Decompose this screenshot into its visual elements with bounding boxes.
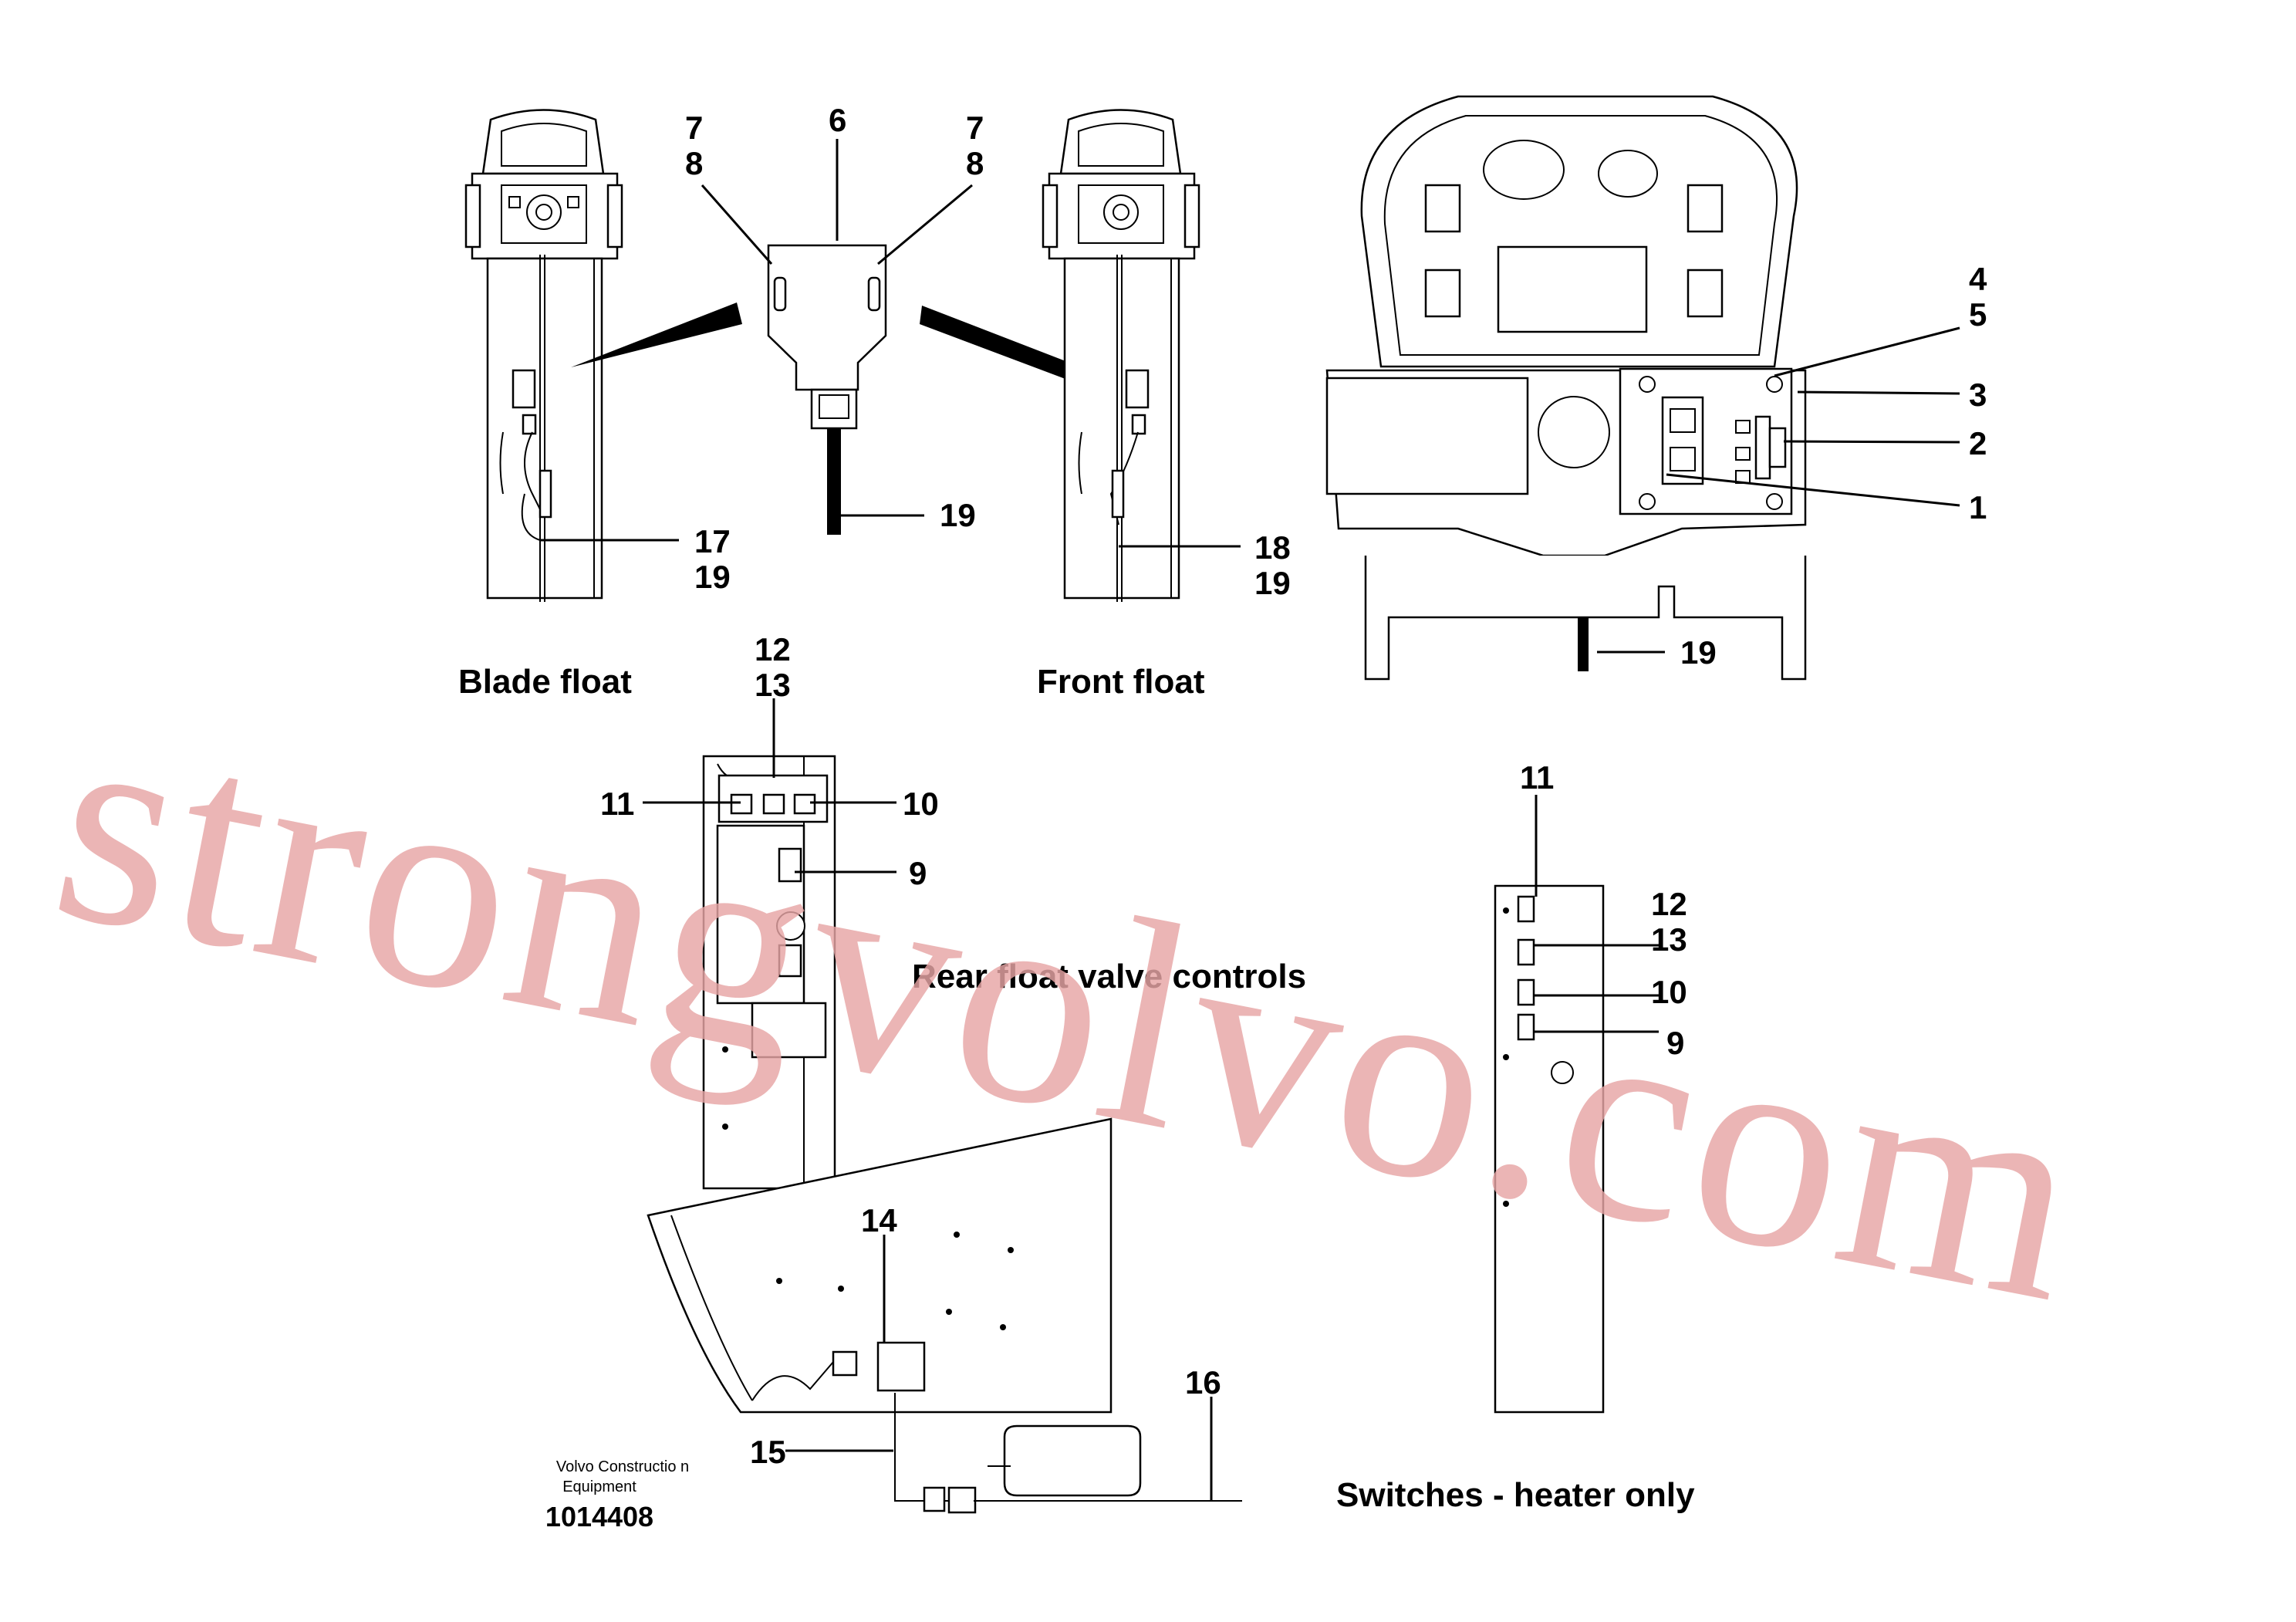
label-5: 5	[1969, 296, 1987, 333]
label-19-blade: 19	[694, 559, 731, 595]
leader-lines	[540, 139, 1960, 1501]
brand-block: Volvo Constructio n Equipment 1014408	[545, 1458, 689, 1532]
label-14: 14	[861, 1202, 897, 1238]
label-19-switch: 19	[940, 497, 976, 533]
caption-front-float: Front float	[1037, 663, 1205, 701]
label-10-rear: 10	[903, 786, 939, 822]
label-3: 3	[1969, 377, 1987, 413]
label-4: 4	[1969, 261, 1987, 297]
float-switch-detail	[571, 244, 1099, 535]
label-18: 18	[1254, 529, 1291, 566]
caption-switches-heater: Switches - heater only	[1336, 1476, 1695, 1514]
label-10-heater: 10	[1651, 974, 1687, 1010]
callout-labels: 7 8 6 7 8 19 17 19 18 19 4 5 3 2 1 19 12…	[600, 102, 1987, 1470]
brand-line-1: Volvo Constructio n	[556, 1458, 689, 1475]
label-6: 6	[829, 102, 846, 138]
blade-float-assembly	[464, 109, 623, 602]
label-8-right: 8	[966, 145, 984, 181]
caption-blade-float: Blade float	[458, 663, 632, 701]
label-9-rear: 9	[909, 855, 927, 891]
label-13-heater: 13	[1651, 921, 1687, 958]
label-11-heater: 11	[1520, 759, 1554, 796]
label-2: 2	[1969, 425, 1987, 461]
heater-switch-panel	[1494, 884, 1605, 1414]
label-16: 16	[1185, 1364, 1221, 1401]
label-19-front: 19	[1254, 565, 1291, 601]
label-15: 15	[750, 1434, 786, 1470]
label-12-heater: 12	[1651, 886, 1687, 922]
label-17: 17	[694, 523, 731, 559]
label-7-right: 7	[966, 110, 984, 146]
section-captions: Blade float Front float Rear float valve…	[458, 663, 1695, 1514]
label-13-rear: 13	[755, 667, 791, 703]
label-11-rear: 11	[600, 786, 634, 822]
label-7-left: 7	[685, 110, 703, 146]
document-number: 1014408	[545, 1501, 653, 1532]
label-1: 1	[1969, 489, 1987, 525]
dashboard-panel	[1325, 95, 1807, 681]
label-12-rear: 12	[755, 631, 791, 667]
label-19-dashboard: 19	[1680, 634, 1717, 671]
label-8-left: 8	[685, 145, 703, 181]
label-9-heater: 9	[1666, 1025, 1684, 1061]
brand-line-2: Equipment	[562, 1478, 636, 1495]
caption-rear-float: Rear float valve controls	[912, 958, 1306, 995]
front-float-assembly	[1042, 109, 1200, 602]
rear-float-valve-controls	[647, 755, 1242, 1514]
